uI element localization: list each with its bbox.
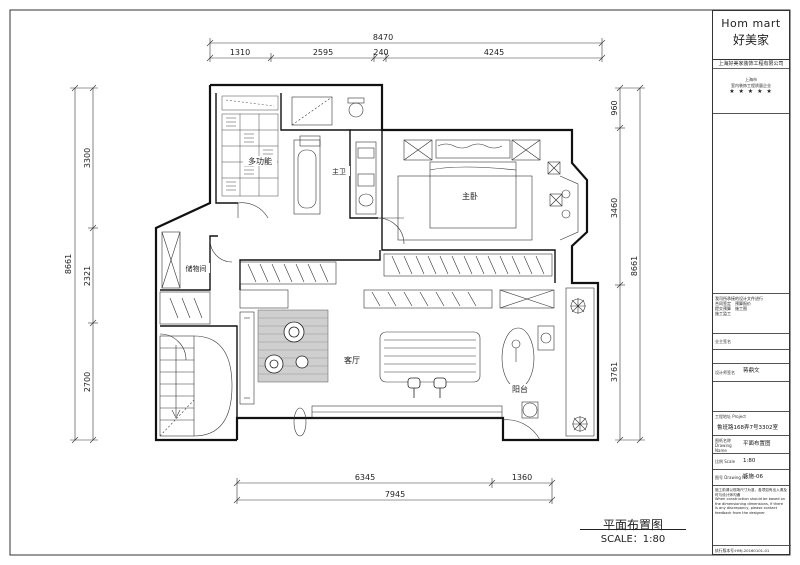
multi-room-label-bg xyxy=(243,156,277,166)
lounge-chairs xyxy=(264,321,309,374)
sheet-border xyxy=(9,9,791,556)
master-label-bg xyxy=(459,191,481,201)
room-label-storage: 储物间 xyxy=(186,264,207,273)
scale-label: 比例 Scale xyxy=(715,459,736,464)
dim-left-seg-1: 3300 xyxy=(83,148,92,168)
stamp-line-1: 上海市 xyxy=(745,77,757,82)
master-bed xyxy=(397,139,579,241)
stamp-stars-icon: ★ ★ ★ ★ ★ xyxy=(729,88,773,95)
note-1: 我司所承接的设计文件进行 xyxy=(715,296,763,301)
room-label-bath: 主卫 xyxy=(332,167,346,176)
dim-right-seg-3: 3761 xyxy=(610,362,619,382)
dim-left-total: 8661 xyxy=(64,254,73,274)
drawing-name-row: 图纸名称 Drawing Name 平面布置图 xyxy=(713,435,789,454)
room-label-master: 主卧 xyxy=(462,191,478,201)
number-value: 饰施-06 xyxy=(743,474,763,480)
drawing-scale: SCALE：1:80 xyxy=(600,534,666,545)
designer-value: 蒋鼎文 xyxy=(743,368,760,374)
multi-room-floor xyxy=(221,95,279,197)
designer-row: 设计师签名 蒋鼎文 xyxy=(713,363,789,382)
dim-right-total: 8661 xyxy=(630,256,639,276)
dim-bottom-total: 7945 xyxy=(385,490,405,499)
balcony-fixtures xyxy=(521,287,595,437)
quality-stamp: 上海市 室内装饰工程质量企业 ★ ★ ★ ★ ★ xyxy=(713,71,789,114)
company-name: 上海好美家装饰工程有限公司 xyxy=(713,59,789,69)
dim-bottom-seg-2: 1360 xyxy=(512,473,532,482)
number-row: 图号 Drawing No. 饰施-06 xyxy=(713,469,789,486)
note-4: 施工监工 xyxy=(715,311,731,316)
project-label: 工程地址 Project xyxy=(715,414,746,419)
room-label-multi: 多功能 xyxy=(248,156,272,166)
sofa-left xyxy=(239,311,255,405)
room-label-balcony: 阳台 xyxy=(512,384,528,394)
owner-row: 业主签名 xyxy=(713,333,789,350)
number-label: 图号 Drawing No. xyxy=(715,475,749,480)
living-label-bg xyxy=(340,355,364,365)
dim-bottom-seg-1: 6345 xyxy=(355,473,375,482)
record-row: 执行版本号:HMJ-20160101-01 xyxy=(713,545,791,555)
project-value: 鲁班路168弄7号3302室 xyxy=(717,425,778,431)
brand-logo: Hom mart 好美家 xyxy=(713,11,789,60)
stair xyxy=(159,291,233,437)
dim-top-seg-3: 240 xyxy=(373,48,388,57)
cabinet-row-top xyxy=(239,289,555,309)
dim-right-seg-2: 3460 xyxy=(610,198,619,218)
dim-top-seg-4: 4245 xyxy=(484,48,504,57)
dim-top-seg-2: 2595 xyxy=(313,48,333,57)
bath-fixtures xyxy=(291,96,377,215)
drawing-name-value: 平面布置图 xyxy=(743,441,771,447)
notes-block: 我司所承接的设计文件进行 合同签定 预算报价 提交预算 施工图 施工监工 xyxy=(713,293,789,333)
room-label-living: 客厅 xyxy=(344,355,360,365)
doors xyxy=(159,202,541,441)
dim-left-seg-3: 2700 xyxy=(83,372,92,392)
project-row: 工程地址 Project 鲁班路168弄7号3302室 xyxy=(713,411,789,436)
bath-label-bg xyxy=(328,166,350,176)
drawing-name-label: 图纸名称 Drawing Name xyxy=(715,438,732,453)
notice-cn: 施工前请以现场尺寸为准，各项如有出入请及时与设计师沟通 xyxy=(715,488,787,497)
brand-en: Hom mart xyxy=(721,17,781,30)
title-block: Hom mart 好美家 上海好美家装饰工程有限公司 上海市 室内装饰工程质量企… xyxy=(712,10,791,555)
living-sideboard xyxy=(293,405,503,437)
storage-shelves xyxy=(161,231,181,289)
dim-right-seg-1: 960 xyxy=(610,100,619,115)
designer-label: 设计师签名 xyxy=(715,370,735,375)
notice-en: When construction should be based on the… xyxy=(715,497,786,515)
wardrobe-hall xyxy=(239,261,337,285)
corner-chair xyxy=(537,325,555,351)
storage-label-bg xyxy=(182,263,210,273)
bottom-dimensions xyxy=(233,478,556,504)
dim-left-seg-2: 2321 xyxy=(83,266,92,286)
brand-cn: 好美家 xyxy=(732,33,769,47)
armchair-oval xyxy=(501,327,535,389)
stamp-line-2: 室内装饰工程质量企业 xyxy=(731,83,771,88)
note-3: 提交预算 施工图 xyxy=(715,306,747,311)
blank-row-1 xyxy=(713,349,789,364)
dining-table xyxy=(379,331,481,383)
drawing-title-underline xyxy=(580,529,686,530)
left-dimensions xyxy=(70,84,98,444)
dim-top-seg-1: 1310 xyxy=(230,48,250,57)
blank-row-2 xyxy=(713,381,789,412)
right-dimensions xyxy=(615,84,645,444)
note-2: 合同签定 预算报价 xyxy=(715,301,751,306)
exterior-walls xyxy=(154,83,600,442)
notice-block: 施工前请以现场尺寸为准，各项如有出入请及时与设计师沟通 When constru… xyxy=(713,485,789,545)
owner-label: 业主签名 xyxy=(715,339,731,344)
dim-top-total: 8470 xyxy=(373,33,393,42)
drawing-title: 平面布置图 xyxy=(602,518,663,532)
scale-value: 1:80 xyxy=(743,458,756,464)
top-dimensions xyxy=(206,38,606,62)
balcony-label-bg xyxy=(508,384,532,394)
wardrobe-bedroom xyxy=(383,253,553,277)
bar-stools xyxy=(407,377,447,398)
scale-row: 比例 Scale 1:80 xyxy=(713,453,789,470)
